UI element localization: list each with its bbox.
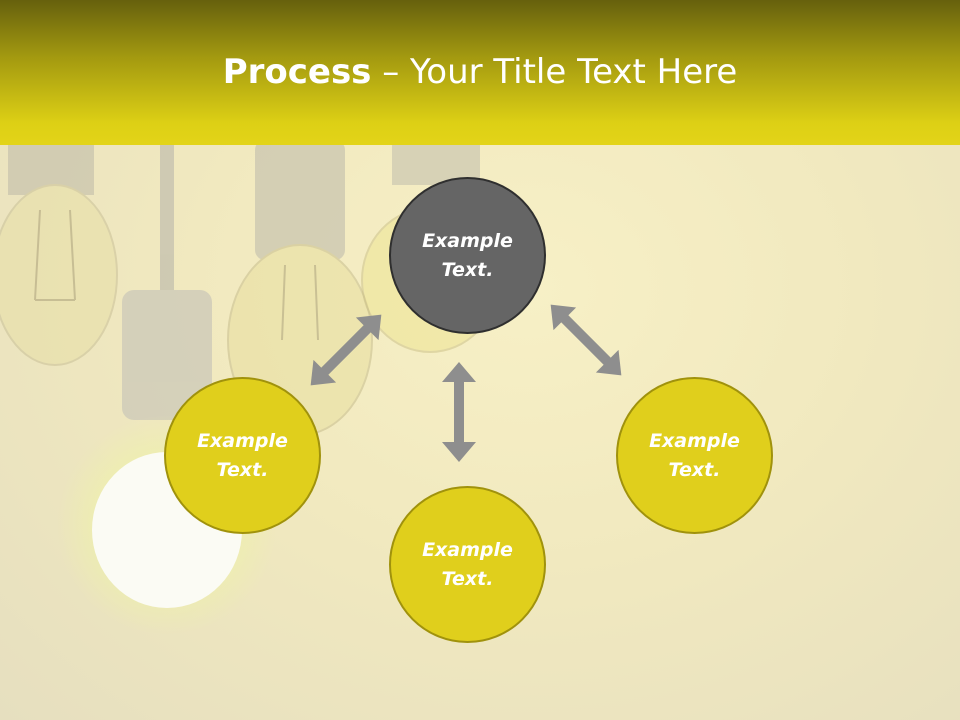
title-bar: Process – Your Title Text Here	[0, 0, 960, 145]
node-bottom-text: Example Text.	[422, 538, 513, 590]
title-bold: Process	[222, 52, 372, 92]
node-left: Example Text.	[164, 377, 321, 534]
arrow-top-bottom	[442, 362, 476, 462]
node-top: Example Text.	[389, 177, 546, 334]
bulb-1	[0, 140, 118, 366]
arrow-top-left	[310, 314, 382, 386]
node-bottom: Example Text.	[389, 486, 546, 643]
title-rest: – Your Title Text Here	[371, 52, 738, 92]
node-right-text: Example Text.	[649, 429, 740, 481]
page-title: Process – Your Title Text Here	[0, 52, 960, 92]
arrow-top-right	[550, 304, 622, 376]
node-left-text: Example Text.	[197, 429, 288, 481]
node-right: Example Text.	[616, 377, 773, 534]
node-top-text: Example Text.	[422, 229, 513, 281]
bulb-2	[122, 140, 212, 420]
